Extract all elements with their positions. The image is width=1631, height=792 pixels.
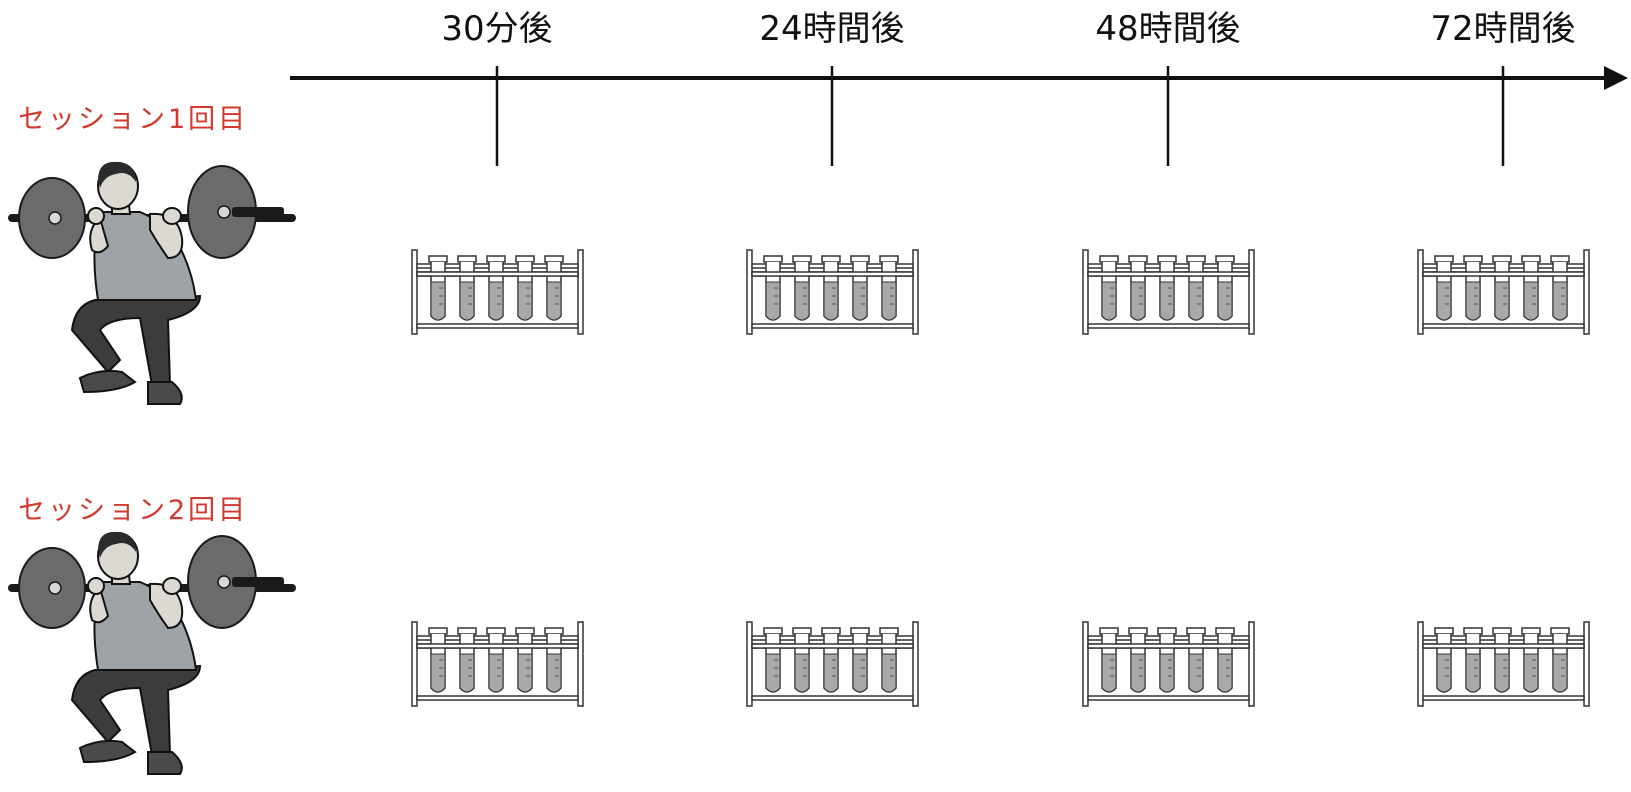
session-label-1: セッション1回目 [18,104,248,135]
timepoint-label: 24時間後 [759,9,904,49]
sample-racks [412,250,1589,706]
timeline-ticks: 30分後 24時間後 48時間後 72時間後 [441,9,1576,166]
test-tube-rack-icon [1083,250,1254,334]
timepoint-label: 48時間後 [1095,9,1240,49]
test-tube-rack-icon [412,622,583,706]
squat-athlete-icon [12,532,292,774]
test-tube-rack-icon [747,250,918,334]
test-tube-rack-icon [1418,250,1589,334]
test-tube-rack-icon [747,622,918,706]
timepoint-label: 72時間後 [1430,9,1575,49]
timeline-arrowhead [1604,66,1628,90]
squat-athlete-icon [12,162,292,404]
test-tube-rack-icon [412,250,583,334]
test-tube-rack-icon [1083,622,1254,706]
timepoint-label: 30分後 [441,9,552,49]
test-tube-rack-icon [1418,622,1589,706]
session-label-2: セッション2回目 [18,495,248,526]
